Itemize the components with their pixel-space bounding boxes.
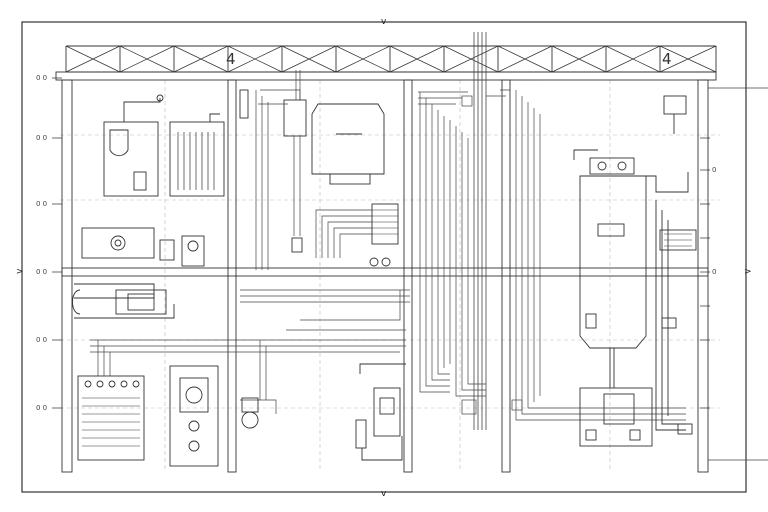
central-equipment — [239, 89, 399, 267]
top-center-mark: v — [381, 17, 387, 27]
air-handler — [579, 387, 653, 447]
truss-mark-left: 4 — [226, 50, 236, 68]
boiler-unit — [579, 175, 647, 349]
heat-exchanger — [371, 203, 399, 245]
grid-lines — [60, 80, 720, 470]
pump-skid — [72, 283, 175, 319]
main-riser — [473, 32, 487, 430]
level-label: 0 0 — [36, 268, 47, 276]
level-label: 0 — [712, 268, 716, 276]
pipe-bundle-right-centre — [418, 79, 686, 421]
control-panel — [103, 121, 159, 197]
left-center-mark: > — [16, 267, 24, 277]
level-label: 0 0 — [36, 200, 47, 208]
level-label: 0 0 — [36, 134, 47, 142]
level-label: 0 0 — [36, 336, 47, 344]
left-upper-equipment — [81, 94, 225, 267]
left-level-labels: 0 0 0 0 0 0 0 0 0 0 0 0 — [36, 74, 62, 412]
radiator-panel — [169, 121, 225, 197]
bottom-center-mark: v — [381, 489, 387, 499]
roof-truss — [55, 45, 717, 81]
level-label: 0 0 — [36, 74, 47, 82]
valve-station — [241, 363, 406, 461]
extension-lines — [708, 87, 768, 461]
pipe-runs-centre — [90, 70, 410, 414]
floor-beam — [61, 267, 709, 277]
truss-mark-right: 4 — [662, 50, 672, 68]
chiller-unit — [77, 365, 219, 467]
right-center-mark: > — [744, 267, 752, 277]
outer-frame — [21, 21, 747, 493]
level-label: 0 0 — [36, 404, 47, 412]
level-label: 0 — [712, 166, 716, 174]
storage-tank — [311, 103, 385, 175]
right-equipment — [573, 95, 697, 447]
